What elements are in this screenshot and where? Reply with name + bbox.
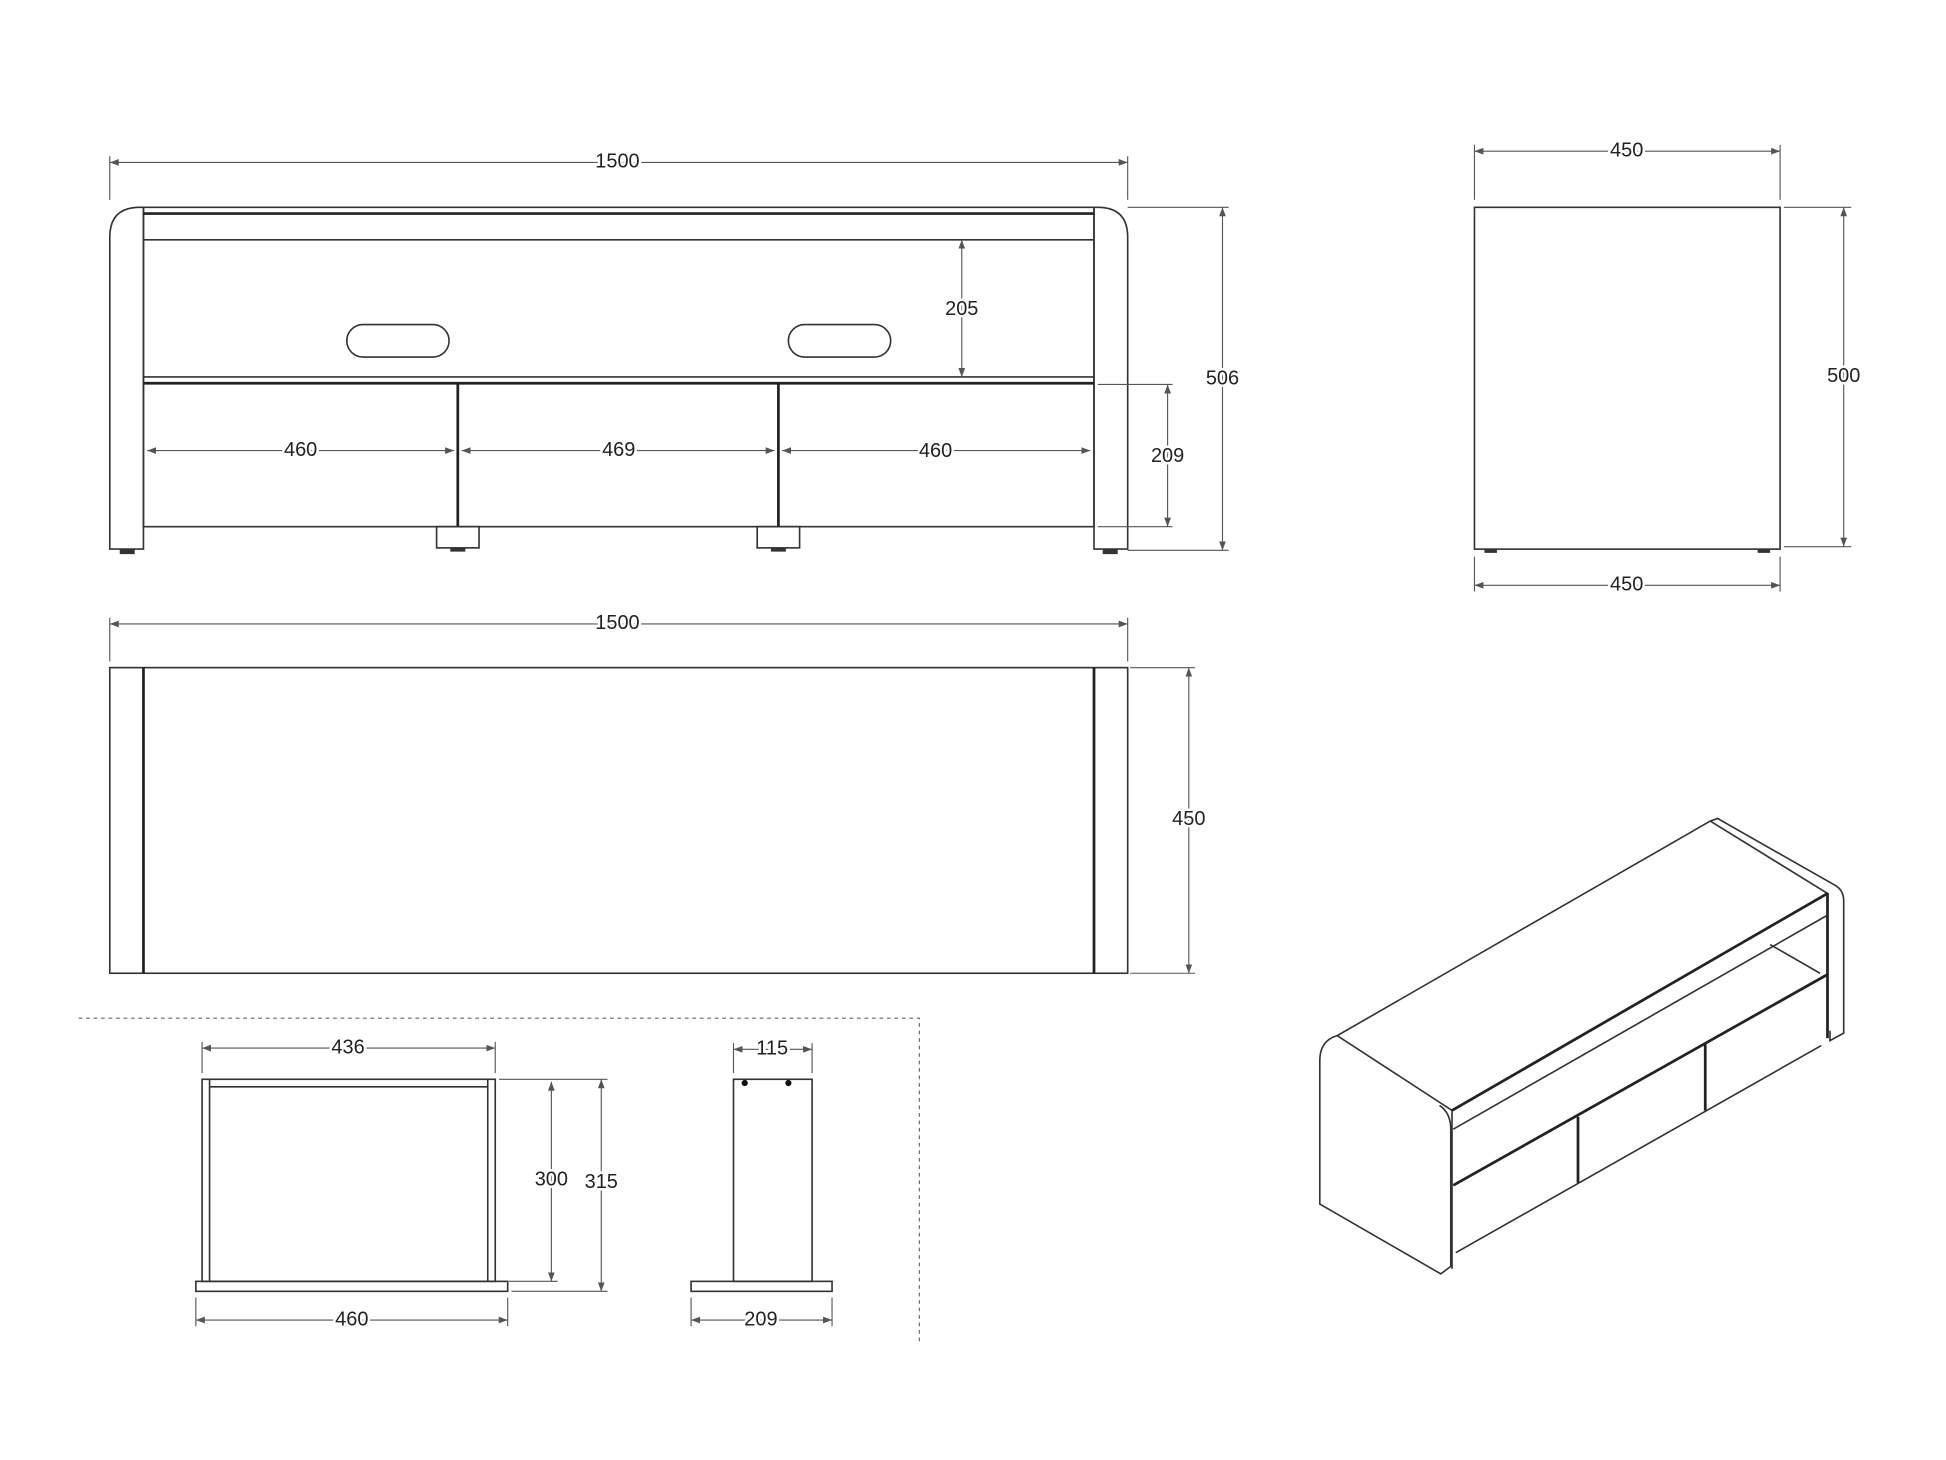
dim-drawer-height: 209 <box>1151 445 1184 467</box>
isometric-view <box>1318 817 1845 1275</box>
cable-port <box>787 323 892 358</box>
dim-drawer-outer-width: 460 <box>335 1308 368 1330</box>
drawer-side-view: 115 209 <box>690 1035 833 1333</box>
iso-drawer-top <box>1452 973 1829 1187</box>
iso-left-arm <box>1318 1034 1452 1275</box>
dim-drawer-inner-height: 300 <box>535 1169 568 1191</box>
dim-drawer-outer-height: 315 <box>585 1171 618 1193</box>
dim-overall-width: 1500 <box>595 151 639 173</box>
foot <box>756 525 801 549</box>
top-outline <box>108 666 1129 975</box>
drawer-side-base <box>690 1280 833 1293</box>
foot <box>1102 549 1118 555</box>
screw-hole <box>741 1079 748 1087</box>
dim-drawer-width-left: 460 <box>284 439 317 461</box>
cabinet-body <box>142 206 1095 528</box>
drawer-front-view: 436 460 300 315 <box>195 1034 620 1333</box>
left-arm <box>108 206 145 550</box>
dim-drawer-width-right: 460 <box>919 440 952 462</box>
cable-port <box>345 323 450 358</box>
dim-drawer-inner-width: 436 <box>331 1036 364 1058</box>
dim-bottom-depth: 450 <box>1610 574 1643 596</box>
dim-top-depth: 450 <box>1172 808 1205 830</box>
front-view: 1500 205 209 506 460 469 460 <box>108 148 1242 555</box>
side-panel <box>1473 206 1781 550</box>
dim-side-top-width: 115 <box>756 1038 788 1060</box>
dim-side-base-width: 209 <box>744 1308 777 1330</box>
right-arm <box>1093 206 1129 550</box>
dim-top-depth: 450 <box>1610 139 1643 161</box>
side-view: 450 450 500 <box>1473 137 1863 598</box>
drawer-base <box>195 1280 509 1293</box>
foot <box>119 549 135 555</box>
dim-drawer-width-center: 469 <box>602 439 635 461</box>
dim-side-height: 500 <box>1827 365 1860 387</box>
section-separator <box>78 1017 920 1342</box>
dim-overall-height: 506 <box>1206 368 1239 390</box>
dim-upper-shelf-height: 205 <box>945 298 978 320</box>
foot <box>435 525 480 549</box>
drawer-frame <box>201 1078 497 1283</box>
top-view: 1500 450 <box>108 610 1208 975</box>
iso-top-face <box>1335 820 1830 1112</box>
screw-hole <box>785 1079 792 1087</box>
drawer-side-panel <box>732 1078 813 1283</box>
dim-top-width: 1500 <box>595 612 639 634</box>
